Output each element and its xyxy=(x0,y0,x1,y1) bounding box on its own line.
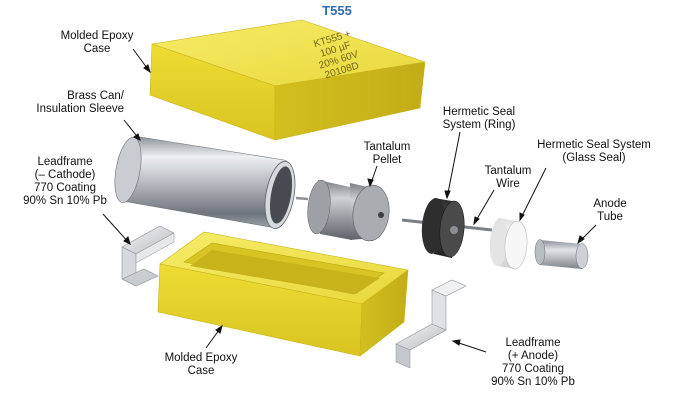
anode-tube xyxy=(534,239,589,269)
label-leadframe-cathode: Leadframe (– Cathode) 770 Coating 90% Sn… xyxy=(18,156,112,208)
label-line: Anode xyxy=(593,198,627,210)
label-tantalum-pellet: Tantalum Pellet xyxy=(357,141,417,167)
leader-line xyxy=(446,131,461,199)
label-line: Brass Can/ xyxy=(67,90,124,102)
label-line: Tube xyxy=(597,211,623,223)
tantalum-pellet xyxy=(307,179,390,242)
label-line: Molded Epoxy xyxy=(60,30,134,42)
label-line: Molded Epoxy xyxy=(164,352,238,364)
label-line: Case xyxy=(187,365,215,377)
label-line: Insulation Sleeve xyxy=(36,103,124,115)
label-line: Tantalum xyxy=(484,165,532,177)
arrowhead xyxy=(577,235,585,245)
arrowhead xyxy=(215,324,223,334)
label-line: 770 Coating xyxy=(33,182,97,194)
arrowhead xyxy=(123,236,131,245)
label-anode-tube: Anode Tube xyxy=(586,198,634,224)
hermetic-seal-glass xyxy=(489,218,528,270)
label-brass-can: Brass Can/ Insulation Sleeve xyxy=(20,90,124,116)
arrowhead xyxy=(519,212,525,222)
leadframe-cathode xyxy=(121,225,175,287)
molded-epoxy-case-bottom xyxy=(157,231,409,357)
label-line: Leadframe xyxy=(505,337,561,349)
label-line: (+ Anode) xyxy=(507,350,559,362)
arrowhead xyxy=(367,178,374,188)
molded-epoxy-case-top: KT555 + 100 µF 20% 60V 20108D xyxy=(149,19,426,141)
label-molded-epoxy-case-top: Molded Epoxy Case xyxy=(56,30,138,56)
label-line: Leadframe xyxy=(37,156,93,168)
leader-line xyxy=(519,167,547,221)
label-line: System (Ring) xyxy=(442,119,516,131)
label-hermetic-seal-ring: Hermetic Seal System (Ring) xyxy=(432,106,526,132)
label-line: 90% Sn 10% Pb xyxy=(23,195,107,207)
label-leadframe-anode: Leadframe (+ Anode) 770 Coating 90% Sn 1… xyxy=(486,337,580,389)
label-line: Case xyxy=(83,43,111,55)
arrowhead xyxy=(133,133,141,141)
arrowhead xyxy=(143,64,151,74)
leadframe-anode xyxy=(395,279,467,369)
hermetic-seal-ring xyxy=(421,198,465,258)
label-line: (Glass Seal) xyxy=(562,152,626,164)
label-line: Wire xyxy=(496,178,520,190)
label-line: Hermetic Seal System xyxy=(537,139,651,151)
label-line: 770 Coating xyxy=(501,363,565,375)
arrowhead xyxy=(451,339,461,346)
label-line: 90% Sn 10% Pb xyxy=(491,376,575,388)
label-hermetic-seal-glass: Hermetic Seal System (Glass Seal) xyxy=(532,139,656,165)
brass-can xyxy=(114,136,309,229)
leader-lines xyxy=(102,48,597,353)
label-line: (– Cathode) xyxy=(34,169,96,181)
label-line: Hermetic Seal xyxy=(442,106,516,118)
arrowhead xyxy=(473,216,480,226)
label-tantalum-wire: Tantalum Wire xyxy=(477,165,539,191)
label-line: Tantalum xyxy=(363,141,411,153)
arrowhead xyxy=(444,190,451,200)
label-line: Pellet xyxy=(372,154,402,166)
diagram-title: T555 xyxy=(322,3,352,18)
label-molded-epoxy-case-bottom: Molded Epoxy Case xyxy=(160,352,242,378)
